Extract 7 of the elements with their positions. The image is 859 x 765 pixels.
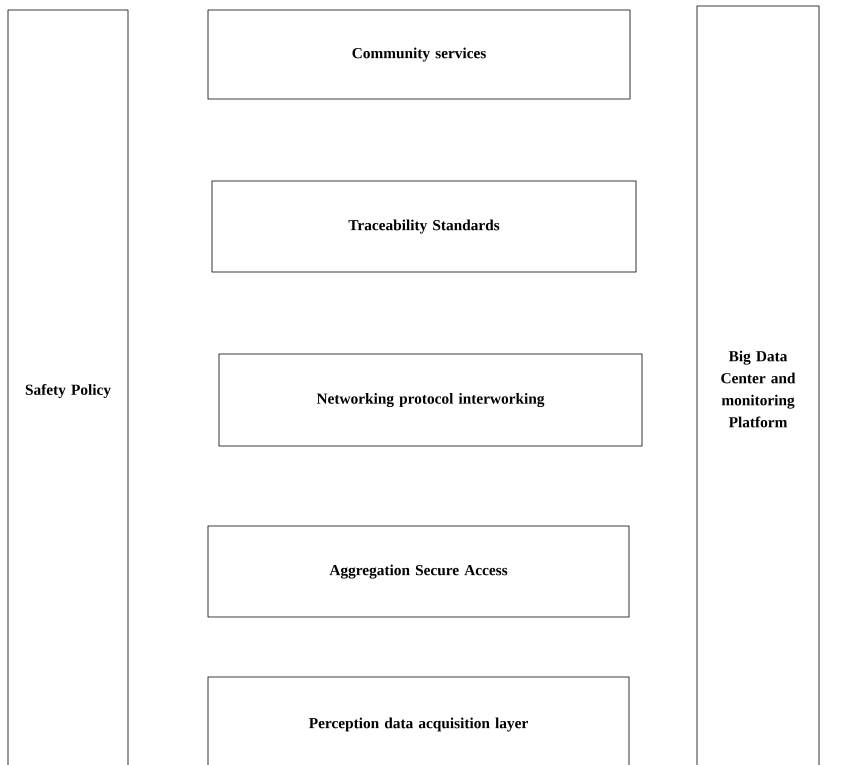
layer-box: Community services <box>208 10 630 100</box>
layer-box: Perception data acquisition layer <box>208 676 630 765</box>
side-column: Safety Policy <box>8 10 128 765</box>
side-column: Big Data Center and monitoring Platform <box>696 6 820 765</box>
layer-box: Aggregation Secure Access <box>208 526 630 618</box>
layer-box: Traceability Standards <box>212 180 636 272</box>
layer-box: Networking protocol interworking <box>218 354 642 446</box>
